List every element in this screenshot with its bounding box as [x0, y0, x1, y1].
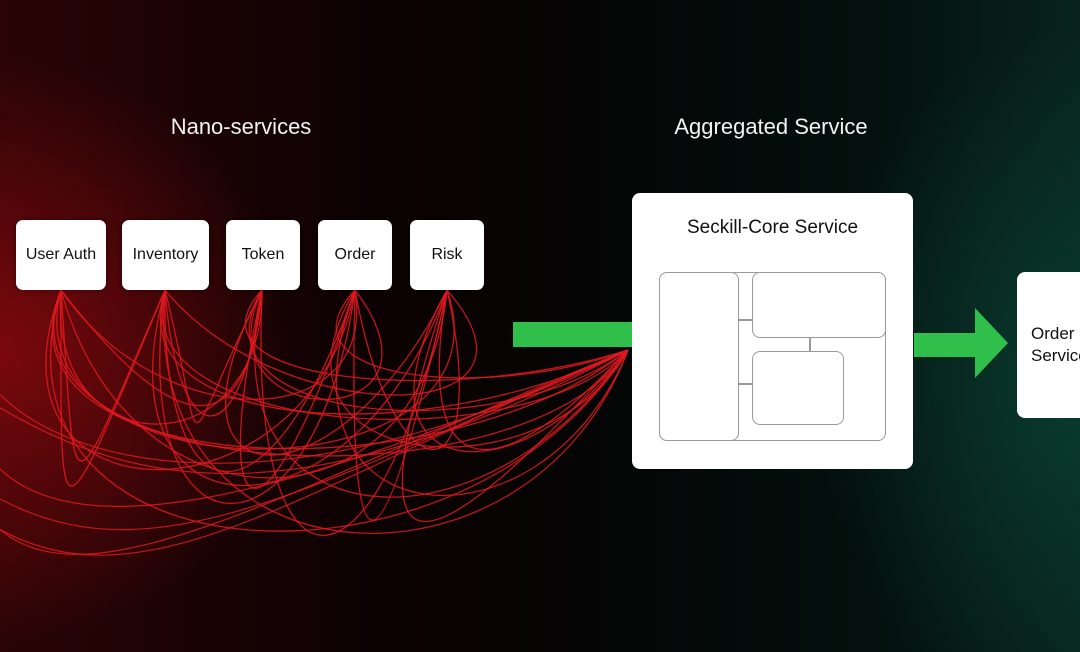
core-service-title: Seckill-Core Service: [686, 217, 859, 238]
core-bottom-right-pane: [752, 351, 844, 425]
aggregated-service-heading: Aggregated Service: [674, 114, 868, 139]
wire: [0, 349, 629, 507]
wire: [51, 289, 629, 450]
service-box-inventory: Inventory: [122, 220, 209, 290]
wire: [224, 289, 448, 456]
wire: [60, 289, 448, 479]
wire: [164, 289, 263, 424]
wire: [60, 289, 166, 487]
wire: [162, 289, 629, 534]
service-box-token: Token: [226, 220, 300, 290]
wire: [254, 289, 629, 498]
wire: [335, 289, 629, 379]
wire: [239, 289, 356, 489]
wire: [0, 349, 629, 464]
service-box-order: Order: [318, 220, 392, 290]
outbound-arrow: [914, 308, 1008, 378]
wire: [53, 289, 629, 457]
wire: [60, 289, 358, 400]
inbound-arrow-bar: [513, 322, 633, 347]
wire: [50, 289, 629, 532]
wire: [0, 349, 629, 475]
core-left-pane: [659, 272, 739, 441]
wire: [248, 289, 629, 412]
wire: [45, 289, 356, 470]
wire: [330, 289, 629, 448]
wire: [413, 289, 629, 453]
wire: [244, 289, 629, 382]
connector: [809, 338, 811, 351]
wire: [250, 289, 383, 400]
service-box-risk: Risk: [410, 220, 484, 290]
order-service-label-line2: Service: [1031, 346, 1080, 365]
wire: [0, 349, 629, 555]
wire: [164, 289, 477, 396]
wire: [159, 289, 356, 505]
wire: [56, 289, 455, 450]
wire: [161, 289, 629, 420]
wire: [401, 289, 629, 522]
wire: [353, 289, 448, 521]
wire: [335, 289, 629, 497]
order-service-box: Order Service: [1017, 272, 1080, 418]
order-service-label-line1: Order: [1031, 324, 1075, 343]
service-box-user-auth: User Auth: [16, 220, 106, 290]
nano-services-heading: Nano-services: [170, 114, 312, 139]
core-top-right-pane: [752, 272, 886, 338]
connector: [739, 319, 752, 321]
wire: [152, 289, 448, 486]
connector: [739, 383, 752, 385]
wire: [0, 349, 629, 556]
wire: [438, 289, 629, 451]
seckill-core-service-box: Seckill-Core Service: [632, 193, 913, 469]
